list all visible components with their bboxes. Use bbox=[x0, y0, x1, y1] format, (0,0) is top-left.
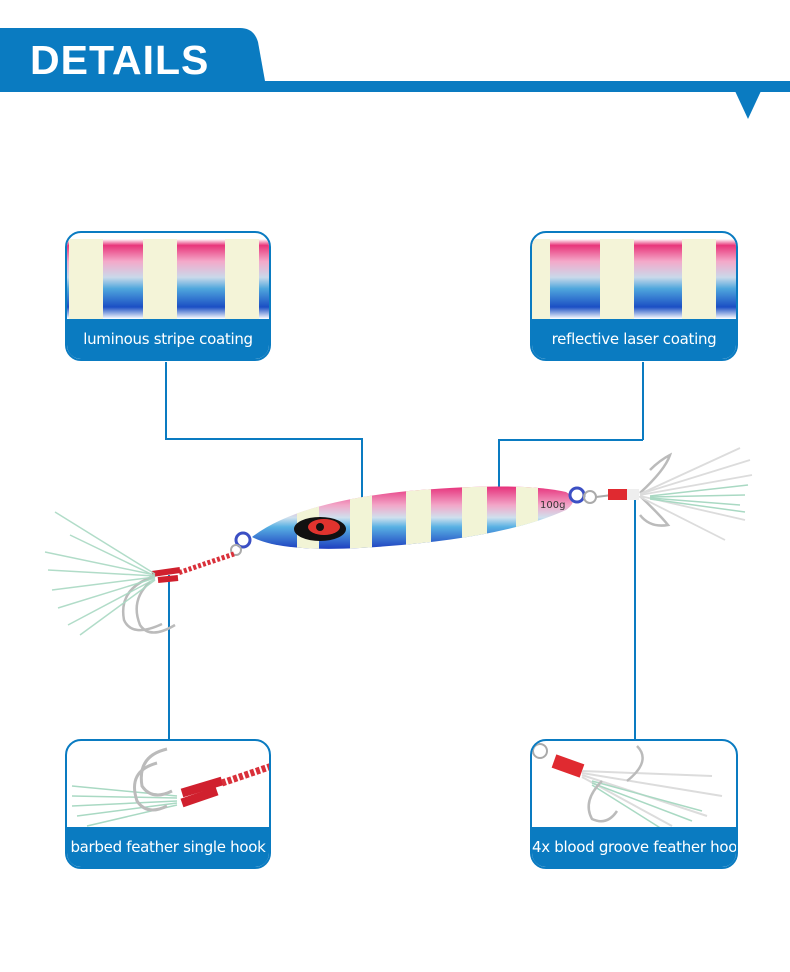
lure-body-closeup-image bbox=[532, 233, 736, 323]
header-rule bbox=[0, 81, 790, 92]
luminous-stripes bbox=[297, 486, 538, 549]
connector-top-left-horizontal bbox=[165, 438, 362, 440]
callout-caption: barbed feather single hook bbox=[67, 827, 269, 867]
treble-hook bbox=[595, 447, 753, 541]
callout-caption: luminous stripe coating bbox=[67, 319, 269, 359]
assist-hook bbox=[44, 511, 235, 636]
rear-split-ring bbox=[568, 486, 586, 504]
page-title: DETAILS bbox=[30, 37, 210, 83]
connector-top-right-drop bbox=[498, 439, 500, 504]
front-split-ring bbox=[234, 531, 252, 549]
header-tab-shape bbox=[0, 28, 265, 81]
header-pointer-icon bbox=[735, 91, 761, 119]
connector-top-left-drop bbox=[361, 438, 363, 516]
callout-card-luminous-stripe: luminous stripe coating bbox=[65, 231, 271, 361]
callout-caption: reflective laser coating bbox=[532, 319, 736, 359]
treble-hook-closeup-image bbox=[532, 741, 736, 831]
callout-card-treble-hook: 4x blood groove feather hook bbox=[530, 739, 738, 869]
connector-bottom-left bbox=[168, 575, 170, 739]
lure-body bbox=[252, 486, 573, 549]
connector-bottom-right bbox=[634, 500, 636, 739]
connector-top-right-vertical bbox=[642, 362, 644, 440]
header-banner bbox=[0, 28, 265, 81]
assist-hook-closeup-image bbox=[67, 741, 269, 831]
weight-label: 100g bbox=[540, 500, 565, 511]
connector-top-right-horizontal bbox=[498, 439, 643, 441]
lure-body-closeup-image bbox=[67, 233, 269, 323]
callout-caption: 4x blood groove feather hook bbox=[532, 827, 736, 867]
callout-card-reflective-laser: reflective laser coating bbox=[530, 231, 738, 361]
callout-card-single-hook: barbed feather single hook bbox=[65, 739, 271, 869]
connector-top-left-vertical bbox=[165, 362, 167, 439]
lure-eye bbox=[294, 517, 346, 541]
